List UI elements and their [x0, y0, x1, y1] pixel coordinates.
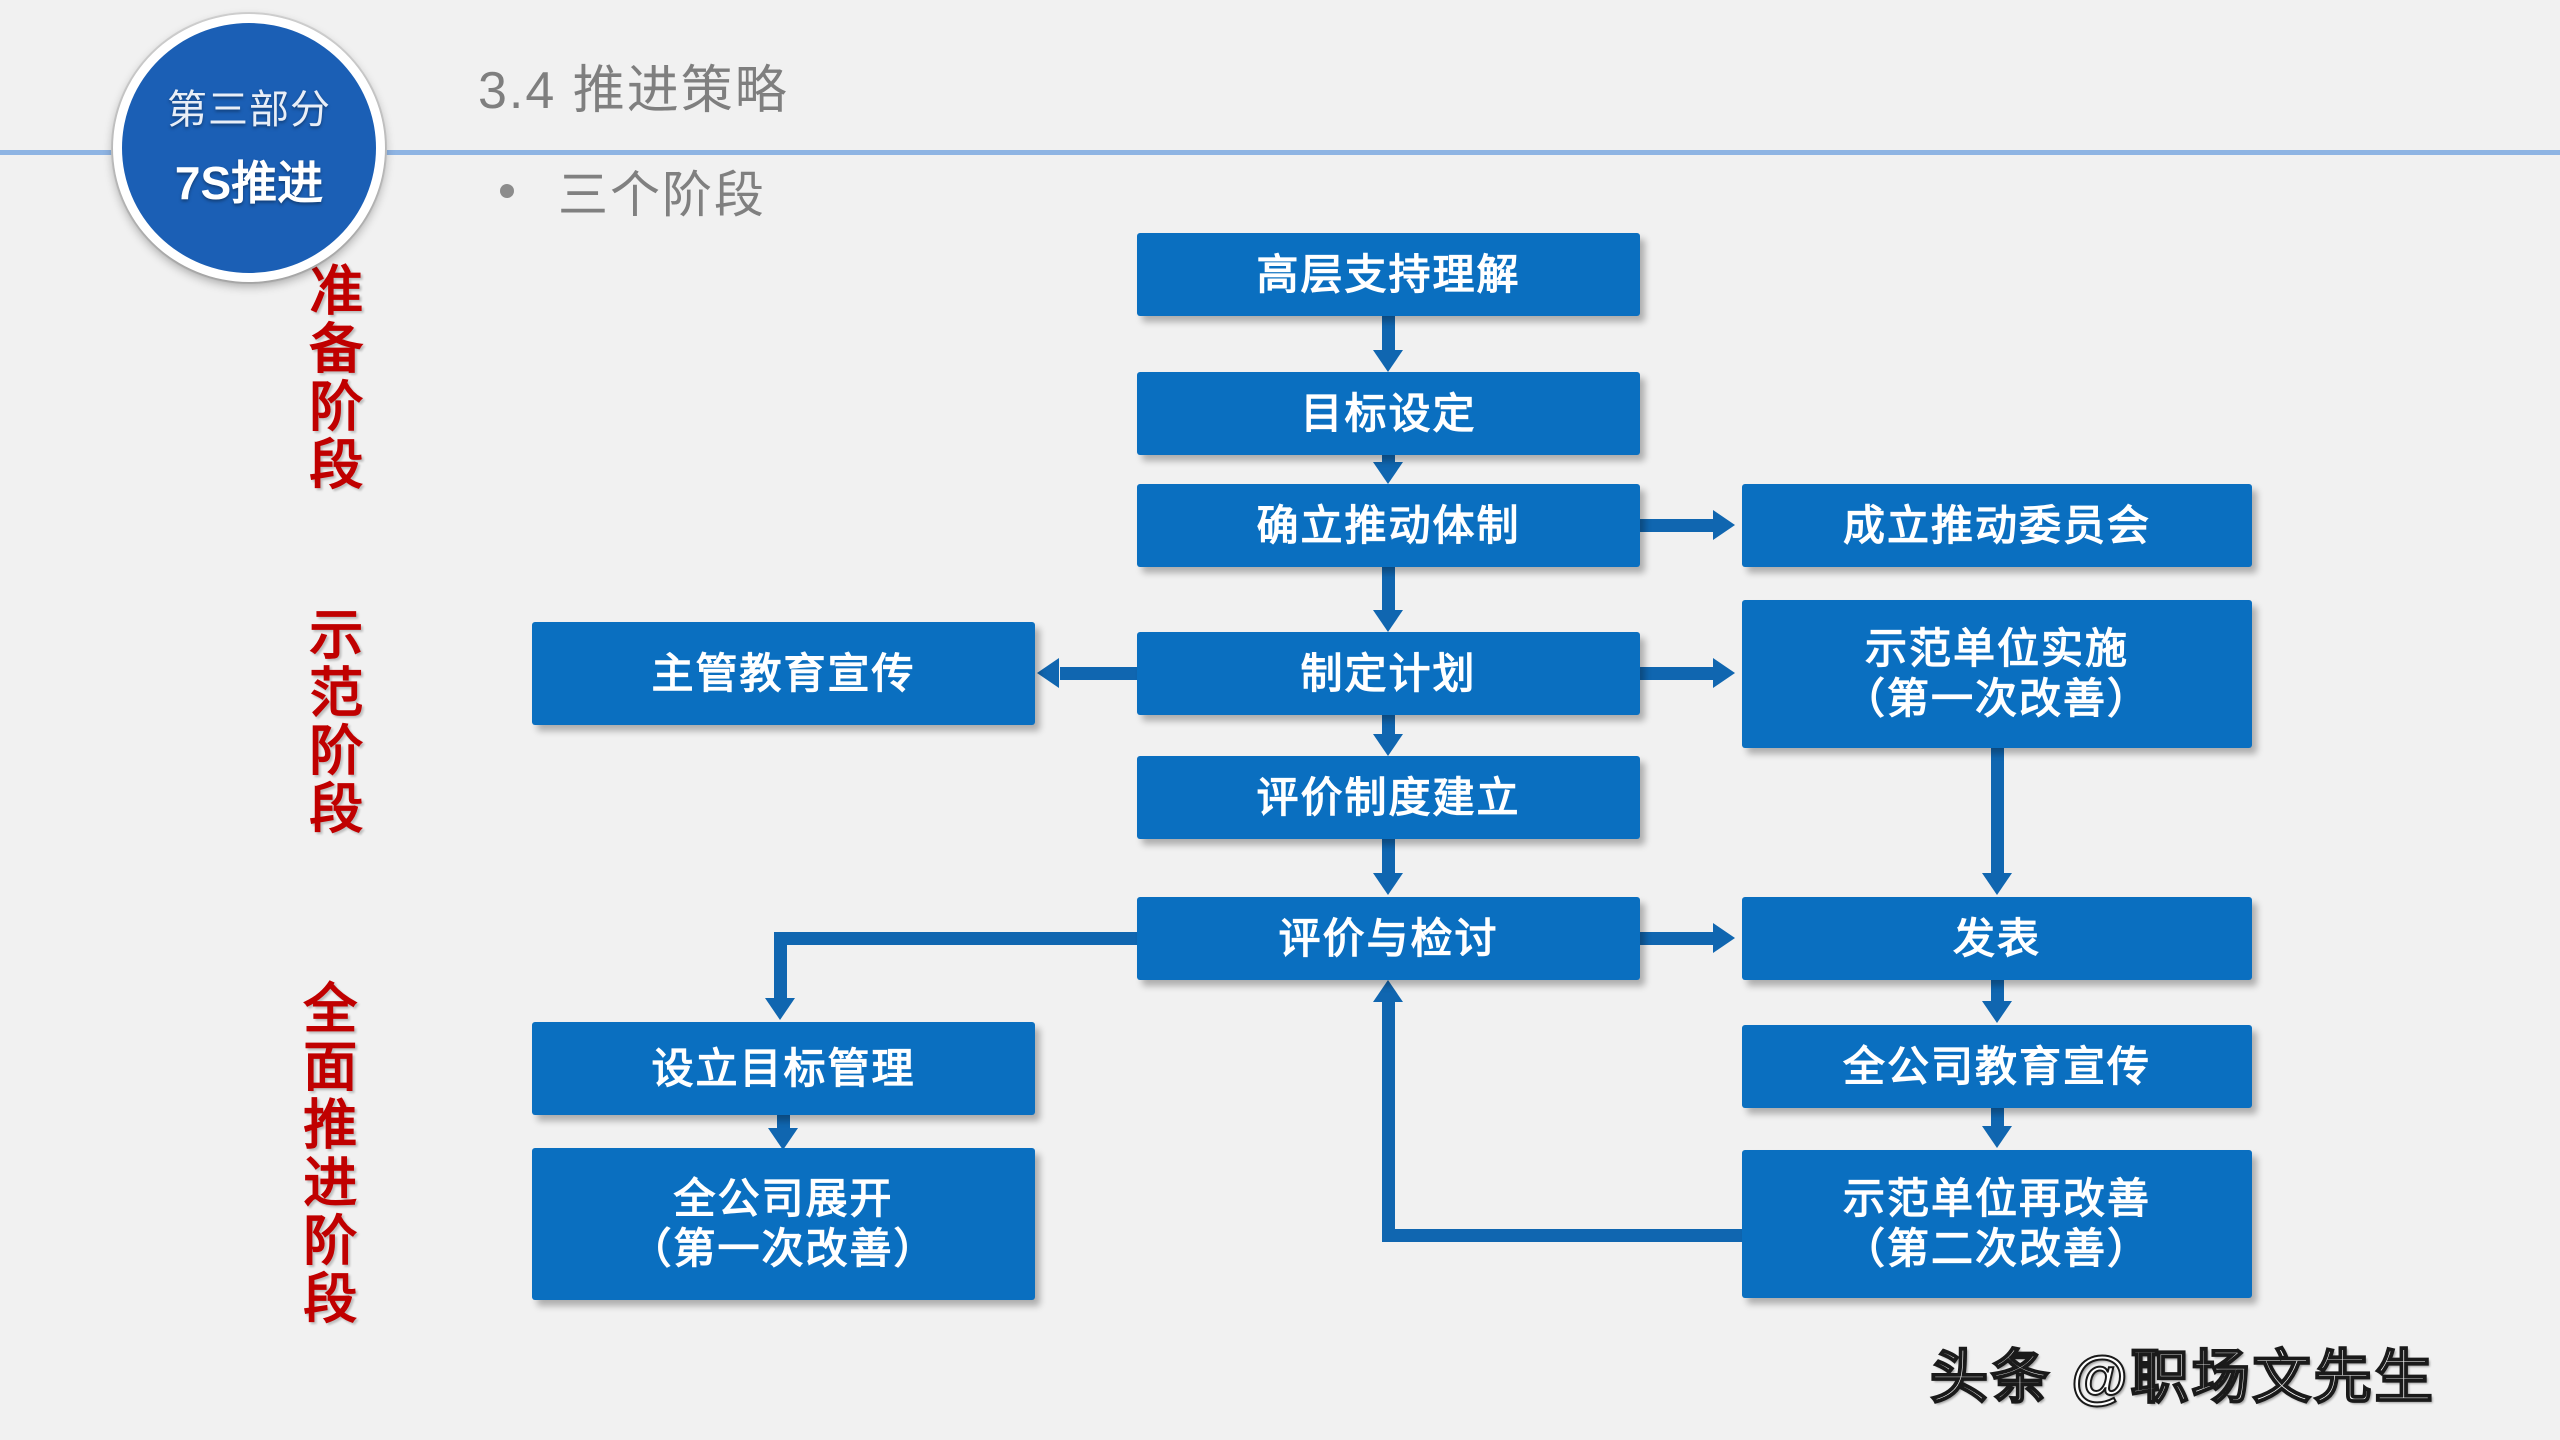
- section-badge-title: 7S推进: [174, 157, 324, 209]
- flow-box-company-rollout[interactable]: 全公司展开 （第一次改善）: [532, 1148, 1035, 1300]
- page-title: 3.4 推进策略: [478, 62, 789, 120]
- connector-eval-system-to-review: [1382, 839, 1395, 875]
- header-divider: [0, 150, 2560, 155]
- connector-plan-to-demo-unit: [1640, 667, 1715, 680]
- flow-box-label: 设立目标管理: [651, 1044, 916, 1092]
- flow-box-label-line2: （第二次改善）: [1842, 1225, 2151, 1272]
- arrowhead-demo-unit-to-publish: [1982, 873, 2012, 895]
- arrowhead-review-to-publish: [1713, 923, 1735, 953]
- connector-establish-to-plan: [1382, 567, 1395, 612]
- connector-plan-to-manager-edu: [1060, 667, 1140, 680]
- flow-box-demo-reimprove[interactable]: 示范单位再改善 （第二次改善）: [1742, 1150, 2252, 1298]
- arrowhead-goal-to-establish: [1373, 462, 1403, 484]
- flow-box-label: 示范单位实施: [1864, 625, 2129, 673]
- flow-box-committee[interactable]: 成立推动委员会: [1742, 484, 2252, 567]
- flow-box-establish-system[interactable]: 确立推动体制: [1137, 484, 1640, 567]
- connector-demo-unit-to-publish: [1991, 748, 2004, 875]
- flow-box-label: 高层支持理解: [1256, 250, 1521, 298]
- flow-box-label: 全公司教育宣传: [1842, 1042, 2151, 1090]
- section-badge-part-label: 第三部分: [167, 88, 331, 132]
- arrowhead-plan-to-demo-unit: [1713, 658, 1735, 688]
- connector-company-edu-to-reimprove: [1991, 1108, 2004, 1128]
- flow-box-make-plan[interactable]: 制定计划: [1137, 632, 1640, 715]
- subtitle-text: 三个阶段: [558, 167, 766, 223]
- phase-label-demonstration: 示范阶段: [300, 606, 361, 838]
- flow-box-label: 发表: [1952, 914, 2041, 962]
- flow-box-label: 确立推动体制: [1256, 501, 1521, 549]
- bullet-dot-icon: [500, 184, 514, 198]
- connector-feedback-vertical: [1382, 1000, 1395, 1242]
- flow-box-label: 主管教育宣传: [651, 649, 916, 697]
- connector-review-to-publish: [1640, 932, 1715, 945]
- connector-goal-to-establish: [1382, 455, 1395, 464]
- arrowhead-review-branch-to-mbo: [765, 998, 795, 1020]
- arrowhead-support-to-goal: [1373, 350, 1403, 372]
- arrowhead-plan-to-eval-system: [1373, 734, 1403, 756]
- subtitle-bullet-row: 三个阶段: [500, 155, 766, 227]
- connector-review-branch-horizontal: [774, 932, 1143, 945]
- arrowhead-feedback-to-review: [1373, 980, 1403, 1002]
- flow-box-label: 评价制度建立: [1256, 773, 1521, 821]
- flow-box-company-edu[interactable]: 全公司教育宣传: [1742, 1025, 2252, 1108]
- flow-box-label: 目标设定: [1300, 389, 1477, 437]
- flow-box-goal-setting[interactable]: 目标设定: [1137, 372, 1640, 455]
- flow-box-label: 全公司展开: [673, 1175, 894, 1223]
- connector-mbo-to-rollout: [777, 1115, 790, 1131]
- phase-label-preparation: 准备阶段: [300, 262, 361, 494]
- flow-box-eval-system[interactable]: 评价制度建立: [1137, 756, 1640, 839]
- connector-review-branch-vertical: [774, 932, 787, 1000]
- arrowhead-publish-to-company-edu: [1982, 1001, 2012, 1023]
- flow-box-top-support[interactable]: 高层支持理解: [1137, 233, 1640, 316]
- connector-feedback-horizontal: [1382, 1229, 1747, 1242]
- arrowhead-establish-to-committee: [1713, 510, 1735, 540]
- watermark: 头条 @职场文先生: [1929, 1344, 2436, 1411]
- flow-box-demo-unit[interactable]: 示范单位实施 （第一次改善）: [1742, 600, 2252, 748]
- flow-box-publish[interactable]: 发表: [1742, 897, 2252, 980]
- connector-support-to-goal: [1382, 316, 1395, 352]
- flow-box-label-line2: （第一次改善）: [629, 1225, 938, 1272]
- arrowhead-plan-to-manager-edu: [1037, 658, 1059, 688]
- section-badge: 第三部分 7S推进: [113, 14, 385, 282]
- flow-box-label-line2: （第一次改善）: [1842, 675, 2151, 722]
- flow-box-label: 成立推动委员会: [1842, 501, 2151, 549]
- flow-box-manager-education[interactable]: 主管教育宣传: [532, 622, 1035, 725]
- phase-label-full-rollout: 全面推进阶段: [294, 980, 355, 1328]
- connector-establish-to-committee: [1640, 519, 1715, 532]
- flow-box-set-mbo[interactable]: 设立目标管理: [532, 1022, 1035, 1115]
- flow-box-label: 评价与检讨: [1278, 914, 1499, 962]
- connector-plan-to-eval-system: [1382, 715, 1395, 736]
- arrowhead-mbo-to-rollout: [768, 1128, 798, 1150]
- flow-box-eval-review[interactable]: 评价与检讨: [1137, 897, 1640, 980]
- flow-box-label: 示范单位再改善: [1842, 1175, 2151, 1223]
- flow-box-label: 制定计划: [1300, 649, 1477, 697]
- connector-publish-to-company-edu: [1991, 980, 2004, 1003]
- arrowhead-company-edu-to-reimprove: [1982, 1126, 2012, 1148]
- arrowhead-eval-system-to-review: [1373, 873, 1403, 895]
- arrowhead-establish-to-plan: [1373, 610, 1403, 632]
